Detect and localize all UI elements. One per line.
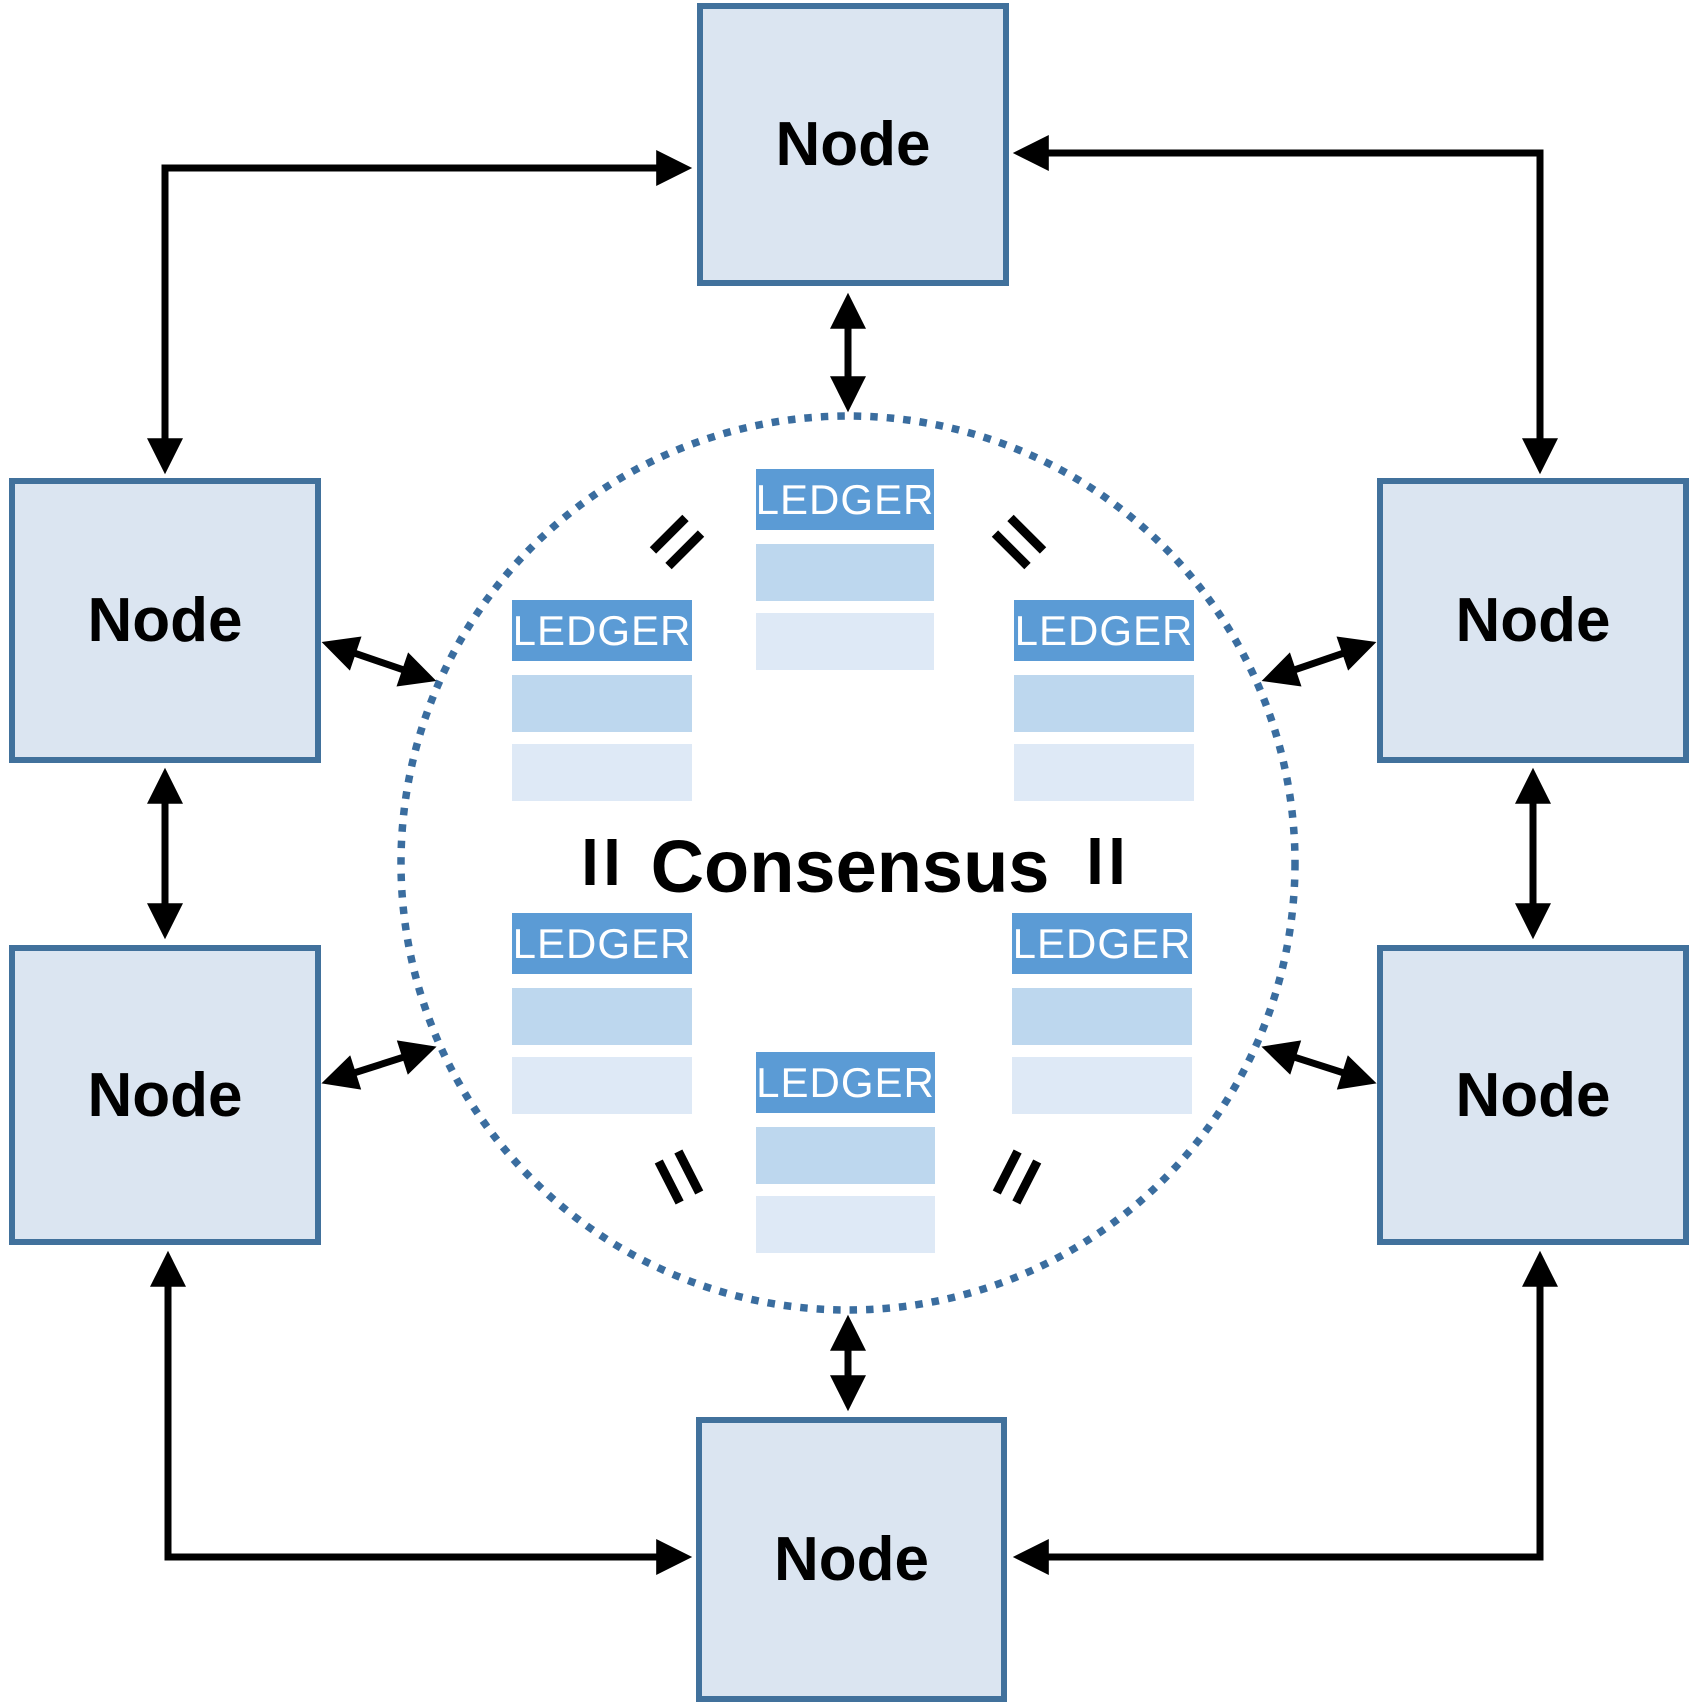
- ledger-row: [512, 675, 692, 732]
- ledger-header: LEDGER: [1014, 600, 1194, 661]
- ledger-header: LEDGER: [756, 1052, 935, 1113]
- node-box-bottom: Node: [696, 1417, 1007, 1702]
- ledger-block-lower-left: LEDGER: [512, 913, 692, 1114]
- node-box-upper-left: Node: [9, 478, 321, 763]
- ledger-block-upper-right: LEDGER: [1014, 600, 1194, 801]
- equals-bar: [1112, 838, 1122, 884]
- node-box-upper-right: Node: [1377, 478, 1689, 763]
- equals-bar: [1090, 838, 1100, 884]
- node-box-lower-right: Node: [1377, 945, 1689, 1245]
- arrow-lowerleft-node-circle: [321, 1040, 437, 1090]
- ledger-row: [1012, 1057, 1192, 1114]
- consensus-label: Consensus: [650, 824, 1050, 908]
- ledger-header: LEDGER: [756, 469, 934, 530]
- ledger-row: [512, 744, 692, 801]
- node-label: Node: [1455, 1060, 1611, 1130]
- ledger-header: LEDGER: [1012, 913, 1192, 974]
- ledger-header: LEDGER: [512, 913, 692, 974]
- ledger-row: [1014, 675, 1194, 732]
- ledger-block-lower-right: LEDGER: [1012, 913, 1192, 1114]
- ledger-header: LEDGER: [512, 600, 692, 661]
- ledger-block-bottom-center: LEDGER: [756, 1052, 935, 1253]
- arrow-upperright-node-circle: [1261, 636, 1377, 687]
- ledger-block-upper-left: LEDGER: [512, 600, 692, 801]
- ledger-block-top-center: LEDGER: [756, 469, 934, 670]
- node-label: Node: [775, 110, 931, 179]
- node-label: Node: [87, 586, 243, 655]
- node-label: Node: [1455, 586, 1611, 655]
- ledger-row: [756, 1196, 935, 1253]
- ledger-row: [512, 1057, 692, 1114]
- arrow-upperleft-node-circle: [321, 636, 437, 687]
- equals-bar: [607, 839, 617, 885]
- ledger-row: [512, 988, 692, 1045]
- node-label: Node: [774, 1525, 929, 1594]
- equals-icon: [585, 839, 617, 885]
- arrow-lowerright-node-circle: [1261, 1040, 1377, 1090]
- node-label: Node: [87, 1060, 243, 1130]
- ledger-row: [1012, 988, 1192, 1045]
- consensus-circle: [397, 412, 1299, 1314]
- ledger-row: [756, 613, 934, 670]
- equals-bar: [585, 839, 595, 885]
- node-box-lower-left: Node: [9, 945, 321, 1245]
- node-box-top: Node: [697, 3, 1009, 286]
- ledger-row: [1014, 744, 1194, 801]
- ledger-row: [756, 1127, 935, 1184]
- equals-icon: [1090, 838, 1122, 884]
- ledger-row: [756, 544, 934, 601]
